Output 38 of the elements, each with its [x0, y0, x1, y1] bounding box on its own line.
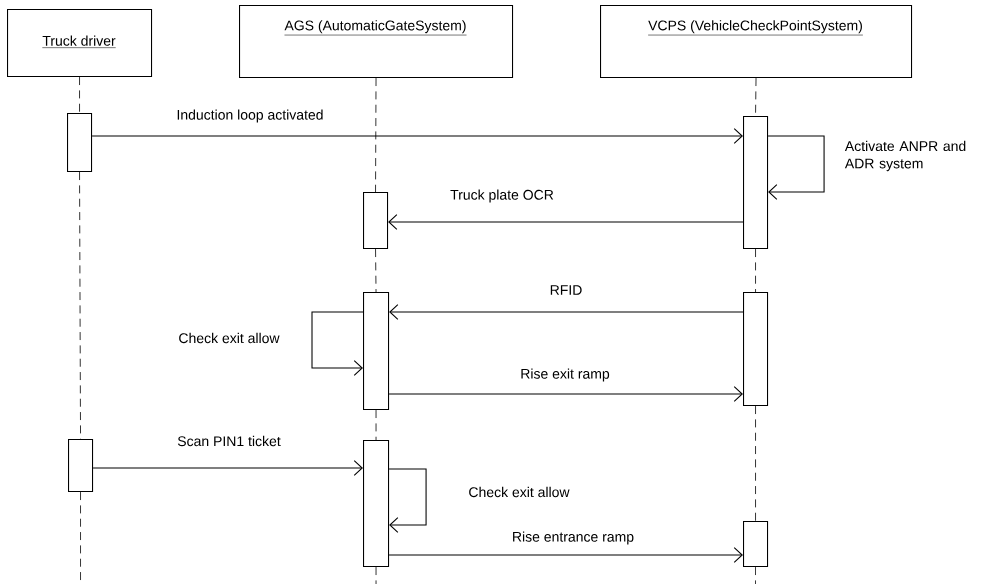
self-message-arrow [388, 468, 427, 533]
message-arrow [389, 304, 744, 320]
activation-bar [363, 440, 390, 568]
lifeline [375, 248, 377, 293]
lifeline [375, 77, 377, 193]
lifeline [79, 171, 81, 440]
message-arrow [388, 547, 743, 563]
message-label: Activate ANPR and ADR system [844, 140, 966, 172]
message-arrow [91, 128, 743, 144]
self-message-arrow [311, 311, 364, 376]
lifeline [755, 248, 756, 293]
lifeline [79, 76, 80, 114]
message-label: Induction loop activated [177, 109, 323, 123]
message-arrow [388, 214, 744, 230]
message-label: Scan PIN1 ticket [177, 435, 281, 447]
message-label: Rise entrance ramp [513, 531, 634, 545]
lifeline [80, 491, 81, 584]
activation-bar [363, 192, 389, 250]
message-label: Check exit allow [469, 486, 570, 498]
activation-bar [743, 292, 769, 407]
lifeline-header: Truck driver [7, 9, 153, 78]
message-label: Check exit allow [179, 332, 280, 344]
lifeline [755, 405, 756, 522]
message-arrow [92, 460, 363, 476]
lifeline-header: AGS (AutomaticGateSystem) [239, 5, 514, 79]
activation-bar [363, 292, 390, 411]
message-arrow [388, 386, 743, 402]
lifeline-header: VCPS (VehicleCheckPointSystem) [600, 5, 913, 79]
activation-bar [743, 116, 769, 250]
activation-bar [68, 439, 94, 493]
message-label: Rise exit ramp [521, 368, 610, 382]
message-label: RFID [550, 285, 582, 295]
lifeline [755, 566, 756, 584]
activation-bar [743, 521, 769, 568]
message-label: Truck plate OCR [450, 189, 554, 203]
lifeline [375, 566, 377, 584]
activation-bar [67, 113, 93, 173]
self-message-arrow [767, 135, 825, 200]
